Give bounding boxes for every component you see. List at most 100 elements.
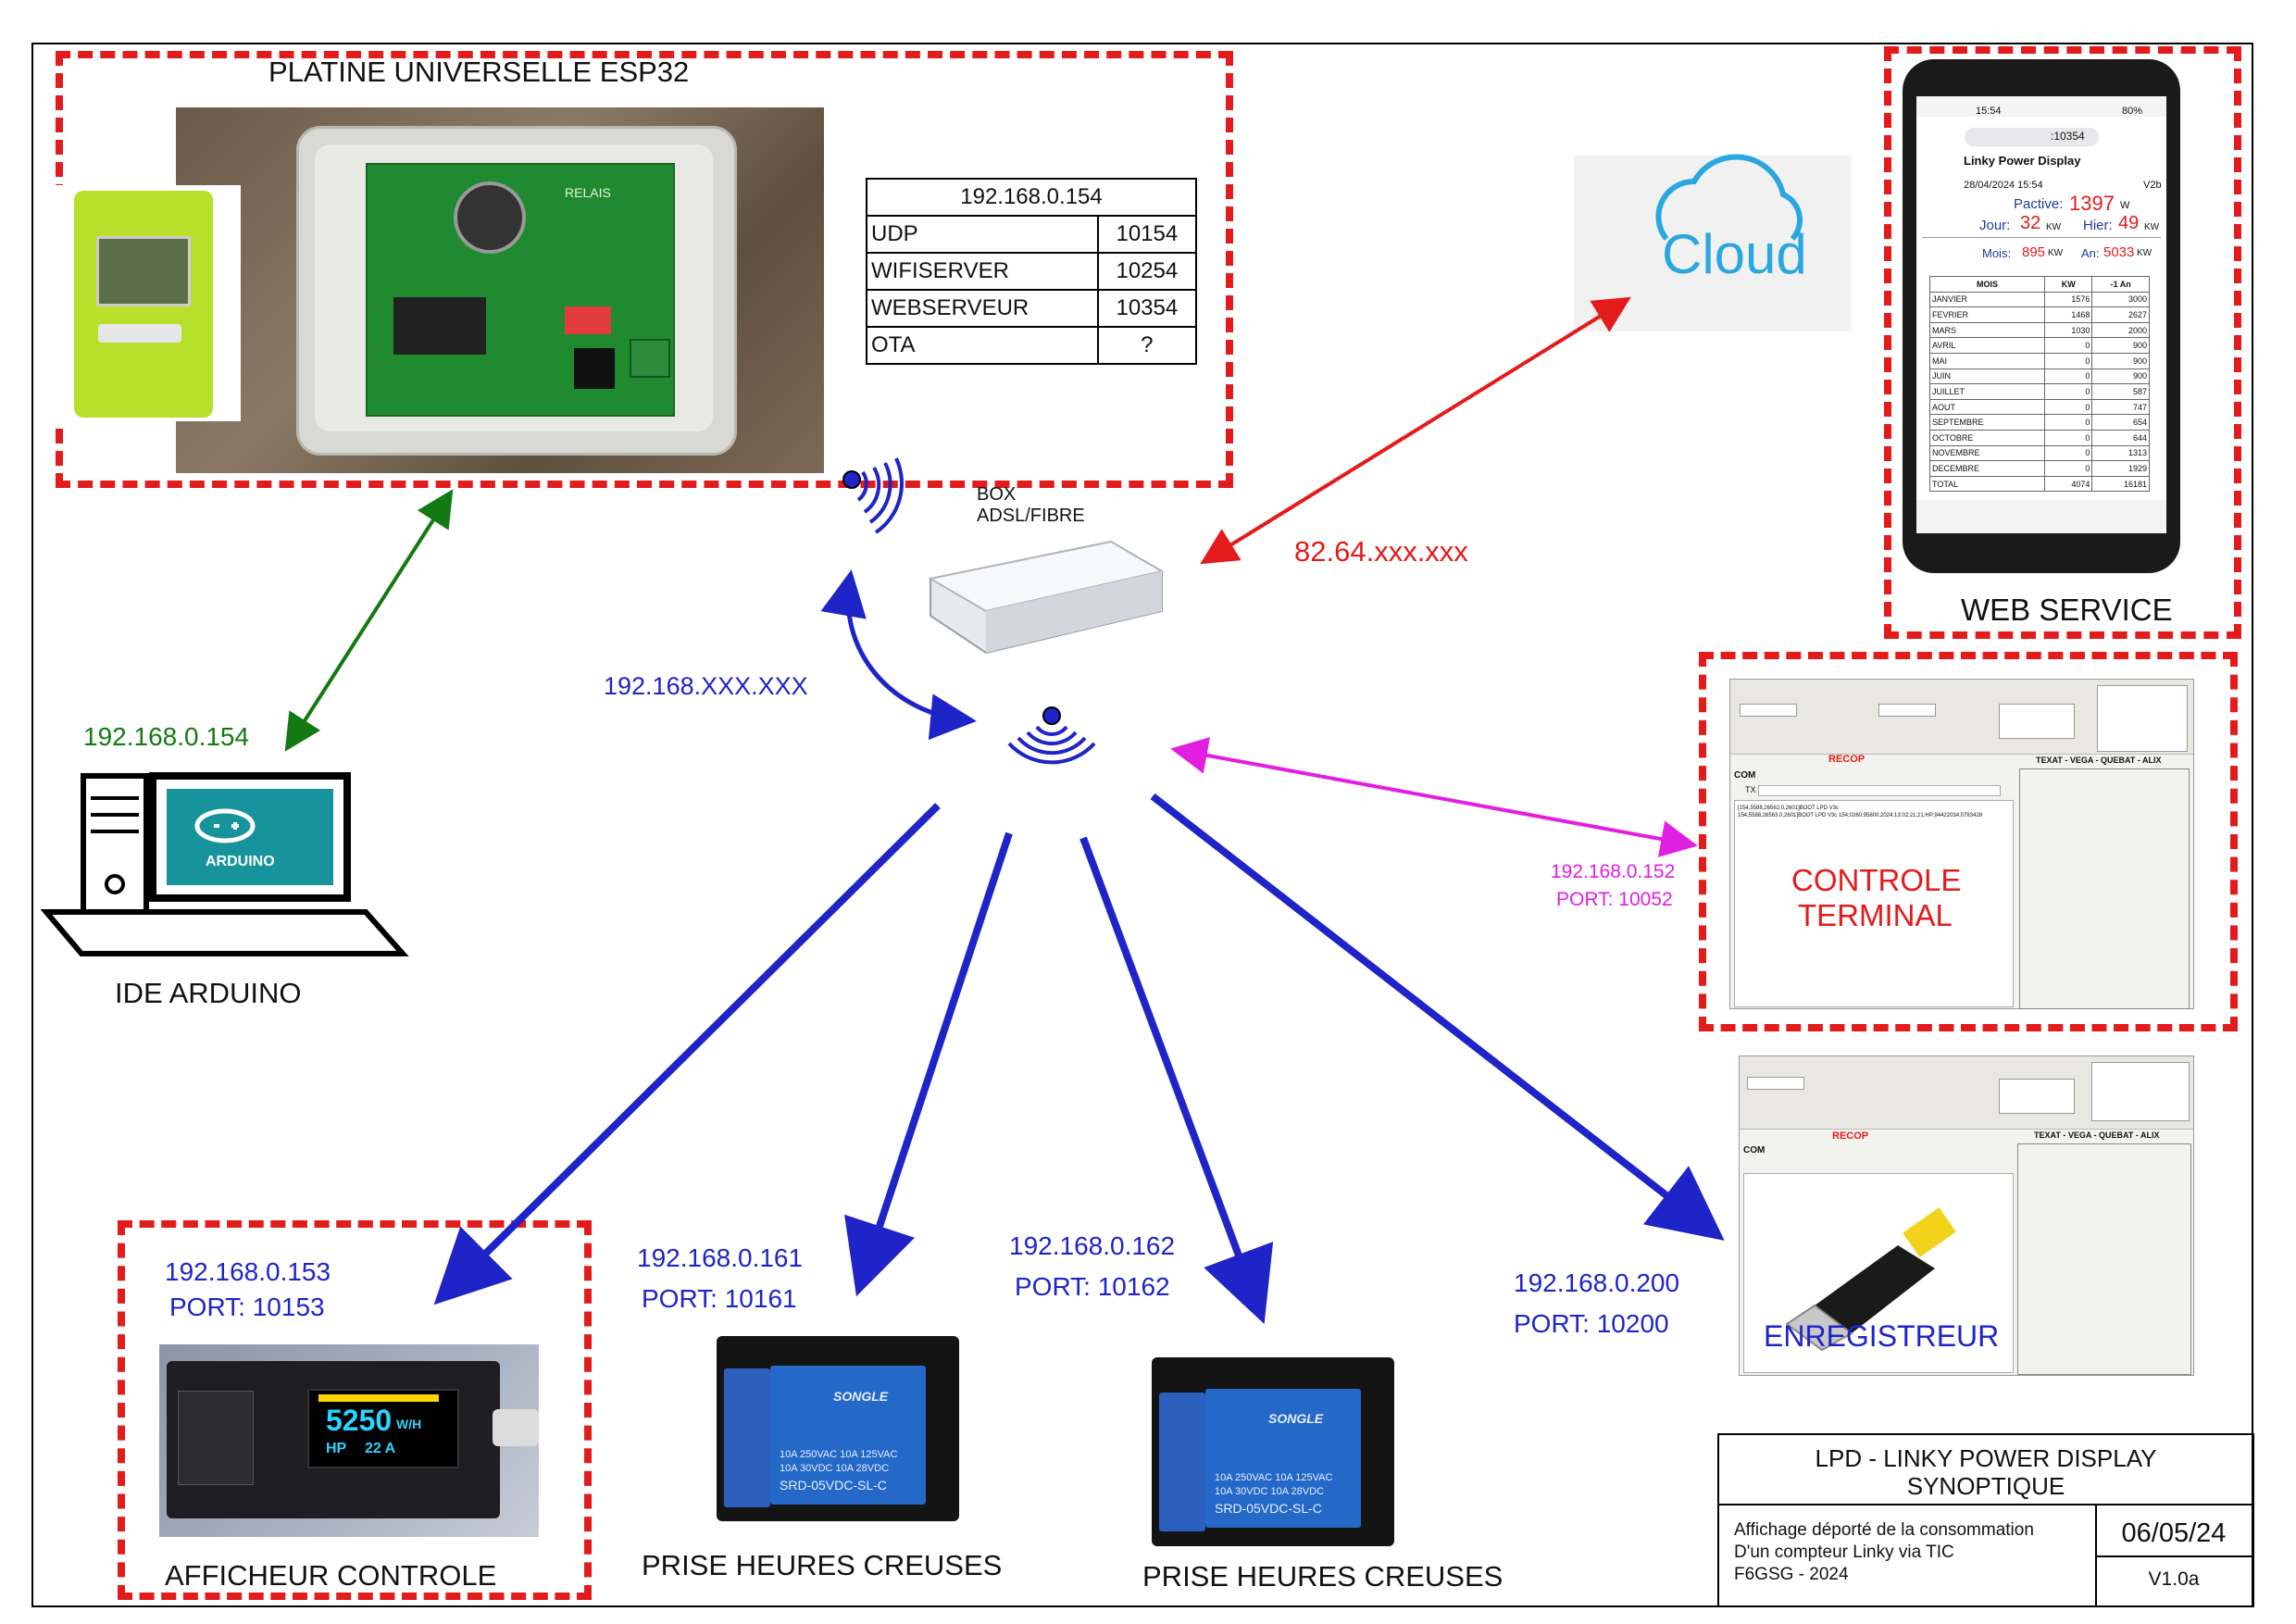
afficheur-port: PORT: 10153 [169, 1293, 325, 1321]
prise1-ip: 192.168.0.161 [637, 1243, 804, 1272]
phone-mois-label: Mois: [1982, 246, 2012, 260]
oled-unit: W/H [396, 1417, 422, 1431]
prise2-relay-spec1: 10A 250VAC 10A 125VAC [1215, 1472, 1333, 1483]
title-version: V1.0a [2148, 1568, 2200, 1590]
oled-display-photo: 5250 W/H HP 22 A [159, 1344, 539, 1537]
phone-pactive-label: Pactive: [2014, 196, 2064, 212]
phone-an-label: An: [2081, 246, 2100, 260]
phone-version: V2b [2143, 180, 2162, 191]
table-header-row: MOIS KW -1 An [1928, 276, 2150, 293]
cloud-text: Cloud [1662, 223, 1807, 285]
phone-hier-label: Hier: [2083, 218, 2113, 233]
phone-status-battery: 80% [2122, 106, 2143, 117]
terminal-label-line2: TERMINAL [1798, 898, 1953, 932]
phone-date: 28/04/2024 15:54 [1964, 180, 2043, 191]
enregistreur-label: ENREGISTREUR [1764, 1319, 2000, 1353]
afficheur-label: AFFICHEUR CONTROLE [165, 1559, 497, 1592]
prise1-relay-brand: SONGLE [833, 1389, 889, 1404]
phone-hier-value: 49 [2118, 213, 2140, 233]
prise1-relay-spec1: 10A 250VAC 10A 125VAC [780, 1449, 898, 1460]
arduino-logo-text: ARDUINO [206, 854, 275, 869]
web-service-group-box [1884, 46, 2241, 639]
terminal-port: PORT: 10052 [1556, 889, 1673, 910]
desc-line2: D'un compteur Linky via TIC [1734, 1543, 1954, 1562]
box-label-2: ADSL/FIBRE [977, 506, 1085, 526]
phone-mois-value: 895 [2022, 244, 2046, 260]
terminal-screenshot: RECOP COM TX [154,5588,26562,0,2601]BOOT… [1729, 679, 2194, 1009]
web-service-label: WEB SERVICE [1961, 593, 2173, 627]
phone-an-unit: KW [2137, 248, 2152, 258]
desc-line3: F6GSG - 2024 [1734, 1565, 1849, 1584]
terminal-panel-title: TEXAT - VEGA - QUEBAT - ALIX [2036, 756, 2162, 765]
prise2-port: PORT: 10162 [1015, 1272, 1170, 1301]
phone-pactive-unit: W [2120, 200, 2130, 211]
phone-an-value: 5033 [2103, 244, 2135, 260]
prise2-ip: 192.168.0.162 [1009, 1231, 1176, 1260]
terminal-com: COM [1734, 770, 1756, 781]
ip-table-header: 192.168.0.154 [866, 178, 1197, 217]
box-label-1: BOX [977, 484, 1017, 505]
phone-url-bar[interactable] [1965, 128, 2099, 146]
terminal-ip: 192.168.0.152 [1551, 861, 1676, 882]
relais-silkscreen: RELAIS [565, 185, 611, 200]
phone-url: :10354 [2051, 130, 2085, 143]
esp32-board-photo: RELAIS [176, 107, 824, 473]
enregistreur-panel-title: TEXAT - VEGA - QUEBAT - ALIX [2034, 1131, 2160, 1140]
platine-title: PLATINE UNIVERSELLE ESP32 [268, 56, 690, 88]
phone-nav-bar [1916, 500, 2166, 533]
prise1-relay-spec2: 10A 30VDC 10A 28VDC [780, 1463, 890, 1474]
title-line2: SYNOPTIQUE [1906, 1472, 2065, 1500]
terminal-tx: TX [1745, 785, 1756, 794]
phone-hier-unit: KW [2144, 222, 2160, 232]
phone-mois-unit: KW [2048, 248, 2064, 258]
terminal-log-2: 154,5588,26563,0,2601]BOOT LPD V3c 154;0… [1738, 813, 1983, 818]
phone-jour-label: Jour: [1979, 218, 2011, 233]
table-row: OTA? [866, 326, 1198, 365]
ide-label: IDE ARDUINO [115, 977, 302, 1009]
phone-jour-unit: KW [2046, 222, 2062, 232]
prise2-relay-model: SRD-05VDC-SL-C [1215, 1501, 1322, 1516]
oled-hp: HP [326, 1441, 347, 1456]
oled-value: 5250 [326, 1404, 393, 1437]
terminal-recop: RECOP [1828, 754, 1866, 765]
phone-status-time: 15:54 [1976, 106, 2002, 117]
linky-meter-photo [56, 185, 241, 421]
terminal-label-line1: CONTROLE [1791, 863, 1962, 897]
prise1-label: PRISE HEURES CREUSES [642, 1549, 1003, 1581]
enregistreur-ip: 192.168.0.200 [1514, 1268, 1680, 1297]
ide-ip-label: 192.168.0.154 [83, 722, 250, 751]
enregistreur-port: PORT: 10200 [1514, 1309, 1669, 1338]
prise2-relay-block [1205, 1389, 1361, 1528]
lan-ip-label: 192.168.XXX.XXX [604, 672, 808, 700]
phone-jour-value: 32 [2020, 213, 2041, 233]
phone-status-bar [1916, 96, 2166, 117]
title-date: 06/05/24 [2121, 1518, 2227, 1548]
enregistreur-recop: RECOP [1832, 1131, 1869, 1142]
phone-app-title: Linky Power Display [1964, 154, 2081, 168]
prise1-port: PORT: 10161 [642, 1284, 797, 1313]
afficheur-group-box [118, 1220, 592, 1600]
title-line1: LPD - LINKY POWER DISPLAY [1815, 1444, 2157, 1472]
terminal-log-1: [154,5588,26562,0,2601]BOOT LPD V3c [1738, 806, 1839, 811]
drawing-frame [31, 43, 2253, 1607]
phone-pactive-value: 1397 [2069, 192, 2115, 215]
wan-ip-label: 82.64.xxx.xxx [1294, 535, 1468, 568]
afficheur-ip: 192.168.0.153 [165, 1257, 331, 1286]
title-block: LPD - LINKY POWER DISPLAY SYNOPTIQUE Aff… [1717, 1433, 2254, 1607]
